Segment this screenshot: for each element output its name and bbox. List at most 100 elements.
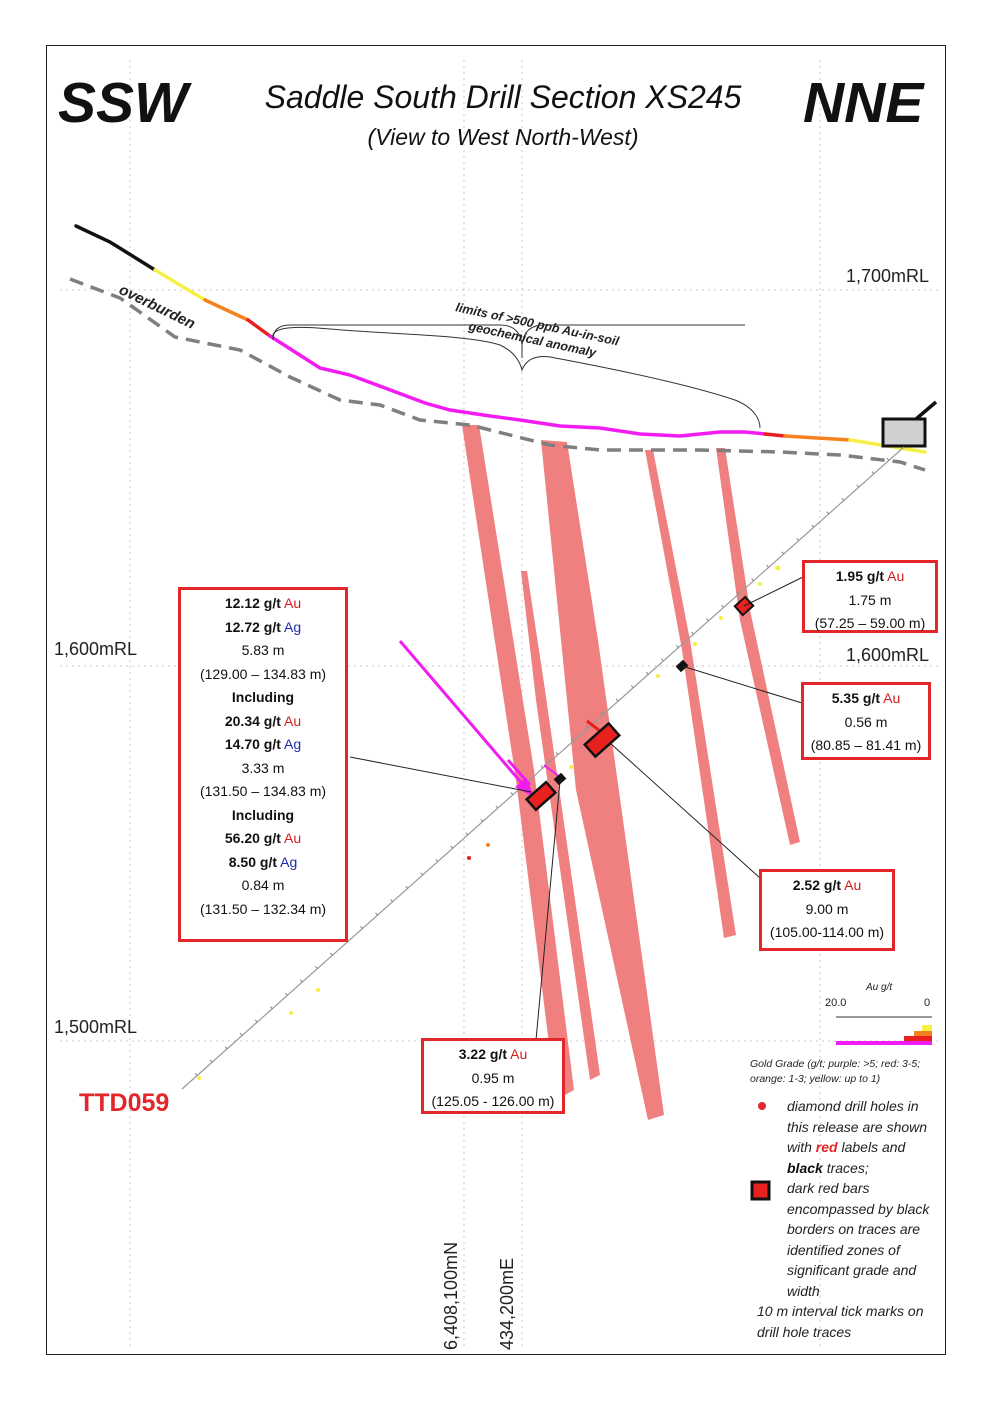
trace-tick: [691, 631, 694, 635]
trace-tick: [555, 752, 559, 755]
trace-tick: [315, 966, 318, 969]
leader-lines: [349, 576, 804, 1041]
trace-tick: [841, 497, 845, 501]
bar-main: [524, 780, 558, 812]
legend-item1-text-b: labels and: [837, 1139, 906, 1155]
intercept-box-252: 2.52 g/t Au 9.00 m (105.00-114.00 m): [759, 869, 895, 951]
trace-tick: [600, 711, 604, 715]
i322-range: (125.05 - 126.00 m): [431, 1093, 555, 1109]
main-ag3-grade: 8.50 g/t: [228, 853, 277, 870]
topo-purple: [268, 334, 767, 438]
main-width3: 0.84 m: [241, 877, 285, 893]
leader-195: [743, 576, 804, 607]
vein-2: [541, 440, 664, 1120]
trace-tick: [269, 1006, 273, 1010]
main-ag1-grade: 12.72 g/t: [224, 618, 281, 635]
scale-max: 20.0: [825, 997, 846, 1009]
trace-tick: [360, 925, 363, 929]
trace-tick: [886, 457, 890, 461]
bar-252: [582, 721, 622, 759]
blip-3: [719, 616, 723, 620]
trace-tick: [194, 1073, 198, 1076]
leader-535: [681, 665, 803, 704]
rl-1700-label: 1,700mRL: [846, 266, 930, 286]
i535-range: (80.85 – 81.41 m): [810, 737, 922, 753]
trace-tick: [239, 1032, 243, 1036]
vein-5: [716, 448, 800, 845]
trace-tick: [375, 912, 378, 916]
intercept-box-195: 1.95 g/t Au 1.75 m (57.25 – 59.00 m): [802, 560, 938, 633]
trace-tick: [570, 738, 574, 742]
trace-tick: [435, 859, 439, 862]
trace-tick: [871, 471, 875, 475]
trace-tick: [420, 872, 424, 876]
trace-tick: [676, 645, 679, 648]
trace-tick: [465, 832, 469, 836]
legend-item-bars: dark red bars encompassed by black borde…: [787, 1180, 930, 1299]
legend-scale: Au g/t 20.0 0: [825, 982, 932, 1045]
trace-tick: [721, 604, 724, 608]
northing-label: 6,408,100mN: [441, 1241, 461, 1350]
trace-tick: [811, 524, 815, 528]
trace-tick: [299, 979, 303, 983]
main-au3-unit: Au: [284, 830, 302, 846]
legend-bar-icon: [750, 1180, 771, 1201]
vein-3: [521, 571, 600, 1080]
overburden-base: [69, 277, 926, 472]
intercept-box-535: 5.35 g/t Au 0.56 m (80.85 – 81.41 m): [801, 682, 931, 760]
easting-label: 434,200mE: [497, 1257, 517, 1350]
topo-red: [246, 318, 272, 338]
blip-8: [467, 856, 471, 860]
anomaly-bracket-shape: [272, 326, 761, 429]
main-range3: (131.50 – 132.34 m): [199, 900, 327, 917]
intercept-box-main: 12.12 g/t Au 12.72 g/t Ag 5.83 m (129.00…: [178, 587, 348, 942]
trace-tick: [660, 658, 664, 662]
trace-tick: [540, 765, 544, 769]
legend-item-holes: diamond drill holes in this release are …: [787, 1096, 942, 1178]
right-direction: NNE: [803, 71, 925, 135]
trace-tick: [645, 671, 649, 675]
i195-unit: Au: [887, 568, 905, 584]
i195-width: 1.75 m: [848, 591, 892, 608]
trace-tick: [480, 818, 484, 822]
leader-252: [609, 742, 761, 879]
topo-orange-2: [783, 434, 852, 442]
anomaly-bracket: [272, 324, 745, 358]
trace-tick: [796, 538, 800, 541]
trace-tick: [450, 845, 454, 849]
trace-grade-blips: [197, 565, 781, 1080]
section-subtitle: (View to West North-West): [368, 124, 639, 150]
trace-tick: [495, 805, 499, 809]
i195-grade: 1.95 g/t: [835, 568, 884, 584]
blip-2: [758, 582, 762, 586]
blip-1: [775, 565, 781, 571]
trace-tick: [826, 511, 830, 515]
main-au2-grade: 20.34 g/t: [224, 712, 281, 729]
grid-lines: [60, 60, 940, 1350]
legend-item1-red: red: [815, 1139, 838, 1155]
leader-322: [535, 780, 561, 1041]
legend-item1-text-c: traces;: [822, 1159, 869, 1176]
intercept-box-322: 3.22 g/t Au 0.95 m (125.05 - 126.00 m): [421, 1038, 565, 1114]
trace-tick: [209, 1059, 213, 1063]
legend-grade-key: Gold Grade (g/t; purple: >5; red: 3-5; o…: [750, 1058, 921, 1085]
drill-hole-label: TTD059: [79, 1089, 169, 1117]
main-including-1: Including: [231, 689, 295, 705]
scale-min: 0: [924, 997, 930, 1009]
i195-range: (57.25 – 59.00 m): [814, 615, 926, 631]
legend-item1-black: black: [787, 1159, 823, 1176]
main-au2-unit: Au: [284, 712, 302, 729]
main-range1: (129.00 – 134.83 m): [199, 665, 327, 682]
i322-unit: Au: [510, 1046, 528, 1062]
blip-10: [289, 1011, 293, 1015]
trace-tick: [706, 618, 709, 622]
topo-red-2: [763, 432, 787, 438]
main-au1-grade: 12.12 g/t: [224, 595, 281, 611]
i322-width: 0.95 m: [471, 1069, 515, 1086]
topo-yellow: [153, 268, 207, 302]
blip-7: [486, 843, 490, 847]
trace-tick: [781, 551, 785, 555]
blip-4: [693, 642, 697, 646]
left-direction: SSW: [58, 71, 192, 135]
main-including-2: Including: [231, 806, 295, 823]
